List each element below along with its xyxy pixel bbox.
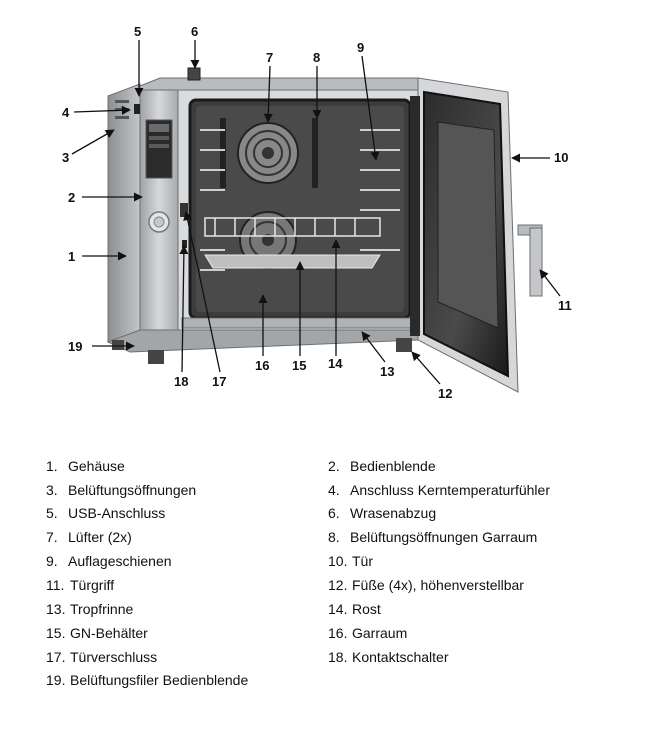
legend-label: Belüftungsöffnungen Garraum [350, 529, 538, 545]
legend-number: 13. [46, 601, 66, 617]
legend-number: 10. [328, 553, 348, 569]
callout-10: 10 [554, 150, 568, 165]
callout-2: 2 [68, 190, 75, 205]
gn-container [204, 254, 381, 269]
legend-item: 7. Lüfter (2x) [46, 528, 132, 546]
legend-number: 6. [328, 505, 340, 521]
legend-label: Bedienblende [350, 458, 436, 474]
callout-18: 18 [174, 374, 188, 389]
legend-number: 2. [328, 458, 340, 474]
callout-11: 11 [558, 298, 572, 313]
legend-label: Kontaktschalter [352, 649, 449, 665]
foot [396, 338, 412, 352]
legend-item: 19.Belüftungsfiler Bedienblende [46, 671, 248, 689]
legend-item: 11. Türgriff [46, 576, 114, 594]
legend-number: 1. [46, 458, 58, 474]
legend-label: Rost [352, 601, 381, 617]
callout-8: 8 [313, 50, 320, 65]
legend-item: 12.Füße (4x), höhenverstellbar [328, 576, 524, 594]
legend-label: Tür [352, 553, 373, 569]
legend-number: 15. [46, 625, 66, 641]
usb-port [134, 104, 140, 114]
legend-item: 15.GN-Behälter [46, 624, 148, 642]
legend-label: Gehäuse [68, 458, 125, 474]
oven-diagram: 1 2 3 4 5 6 7 8 9 10 11 12 13 14 15 16 1… [62, 24, 572, 401]
callout-12: 12 [438, 386, 452, 401]
legend-label: Türgriff [70, 577, 115, 593]
foot [148, 350, 164, 364]
callout-5: 5 [134, 24, 141, 39]
legend-number: 17. [46, 649, 66, 665]
chamber-vents [220, 118, 318, 188]
callout-6: 6 [191, 24, 198, 39]
legend-label: Lüfter (2x) [68, 529, 132, 545]
legend-number: 16. [328, 625, 348, 641]
legend-number: 12. [328, 577, 348, 593]
legend-item: 2. Bedienblende [328, 457, 436, 475]
legend-number: 5. [46, 505, 58, 521]
leader-lines [71, 40, 561, 385]
callout-13: 13 [380, 364, 394, 379]
door-handle [517, 224, 543, 297]
legend-label: Türverschluss [70, 649, 158, 665]
legend-number: 4. [328, 482, 340, 498]
legend-item: 8. Belüftungsöffnungen Garraum [328, 528, 537, 546]
callout-16: 16 [255, 358, 269, 373]
legend-item: 16.Garraum [328, 624, 407, 642]
legend-item: 5. USB-Anschluss [46, 504, 165, 522]
legend-label: Belüftungsfiler Bedienblende [70, 672, 249, 688]
legend-number: 7. [46, 529, 58, 545]
legend-number: 9. [46, 553, 58, 569]
rack-rails [200, 129, 400, 271]
legend-item: 14.Rost [328, 600, 381, 618]
legend-label: Anschluss Kerntemperaturfühler [350, 482, 550, 498]
oven-door [410, 77, 519, 393]
legend-item: 13.Tropfrinne [46, 600, 133, 618]
parts-legend: 1. Gehäuse 3. Belüftungsöffnungen 5. USB-An… [0, 452, 650, 702]
legend-item: 3. Belüftungsöffnungen [46, 481, 196, 499]
callout-7: 7 [266, 50, 273, 65]
callout-labels: 1 2 3 4 5 6 7 8 9 10 11 12 13 14 15 16 1… [62, 24, 572, 401]
legend-label: Auflageschienen [68, 553, 172, 569]
legend-item: 4. Anschluss Kerntemperaturfühler [328, 481, 550, 499]
callout-14: 14 [328, 356, 343, 371]
legend-number: 18. [328, 649, 348, 665]
legend-label: Wrasenabzug [350, 505, 437, 521]
fan-icon [237, 122, 299, 184]
callout-4: 4 [62, 105, 70, 120]
callout-3: 3 [62, 150, 69, 165]
contact-switch [182, 240, 187, 248]
legend-item: 9. Auflageschienen [46, 552, 172, 570]
wire-rack [204, 217, 381, 237]
legend-item: 1. Gehäuse [46, 457, 125, 475]
callout-15: 15 [292, 358, 306, 373]
legend-label: Füße (4x), höhenverstellbar [352, 577, 524, 593]
legend-item: 17.Türverschluss [46, 648, 157, 666]
legend-item: 6. Wrasenabzug [328, 504, 436, 522]
legend-label: USB-Anschluss [68, 505, 166, 521]
legend-label: Belüftungsöffnungen [68, 482, 197, 498]
legend-label: GN-Behälter [70, 625, 148, 641]
callout-1: 1 [68, 249, 75, 264]
door-latch [180, 203, 188, 217]
legend-number: 8. [328, 529, 340, 545]
callout-9: 9 [357, 40, 364, 55]
legend-label: Tropfrinne [70, 601, 134, 617]
callout-17: 17 [212, 374, 226, 389]
legend-number: 11. [46, 577, 65, 593]
legend-item: 18.Kontaktschalter [328, 648, 449, 666]
steam-exhaust [187, 67, 201, 81]
legend-number: 3. [46, 482, 58, 498]
legend-number: 14. [328, 601, 348, 617]
legend-number: 19. [46, 672, 66, 688]
legend-item: 10.Tür [328, 552, 373, 570]
legend-label: Garraum [352, 625, 408, 641]
callout-19: 19 [68, 339, 82, 354]
